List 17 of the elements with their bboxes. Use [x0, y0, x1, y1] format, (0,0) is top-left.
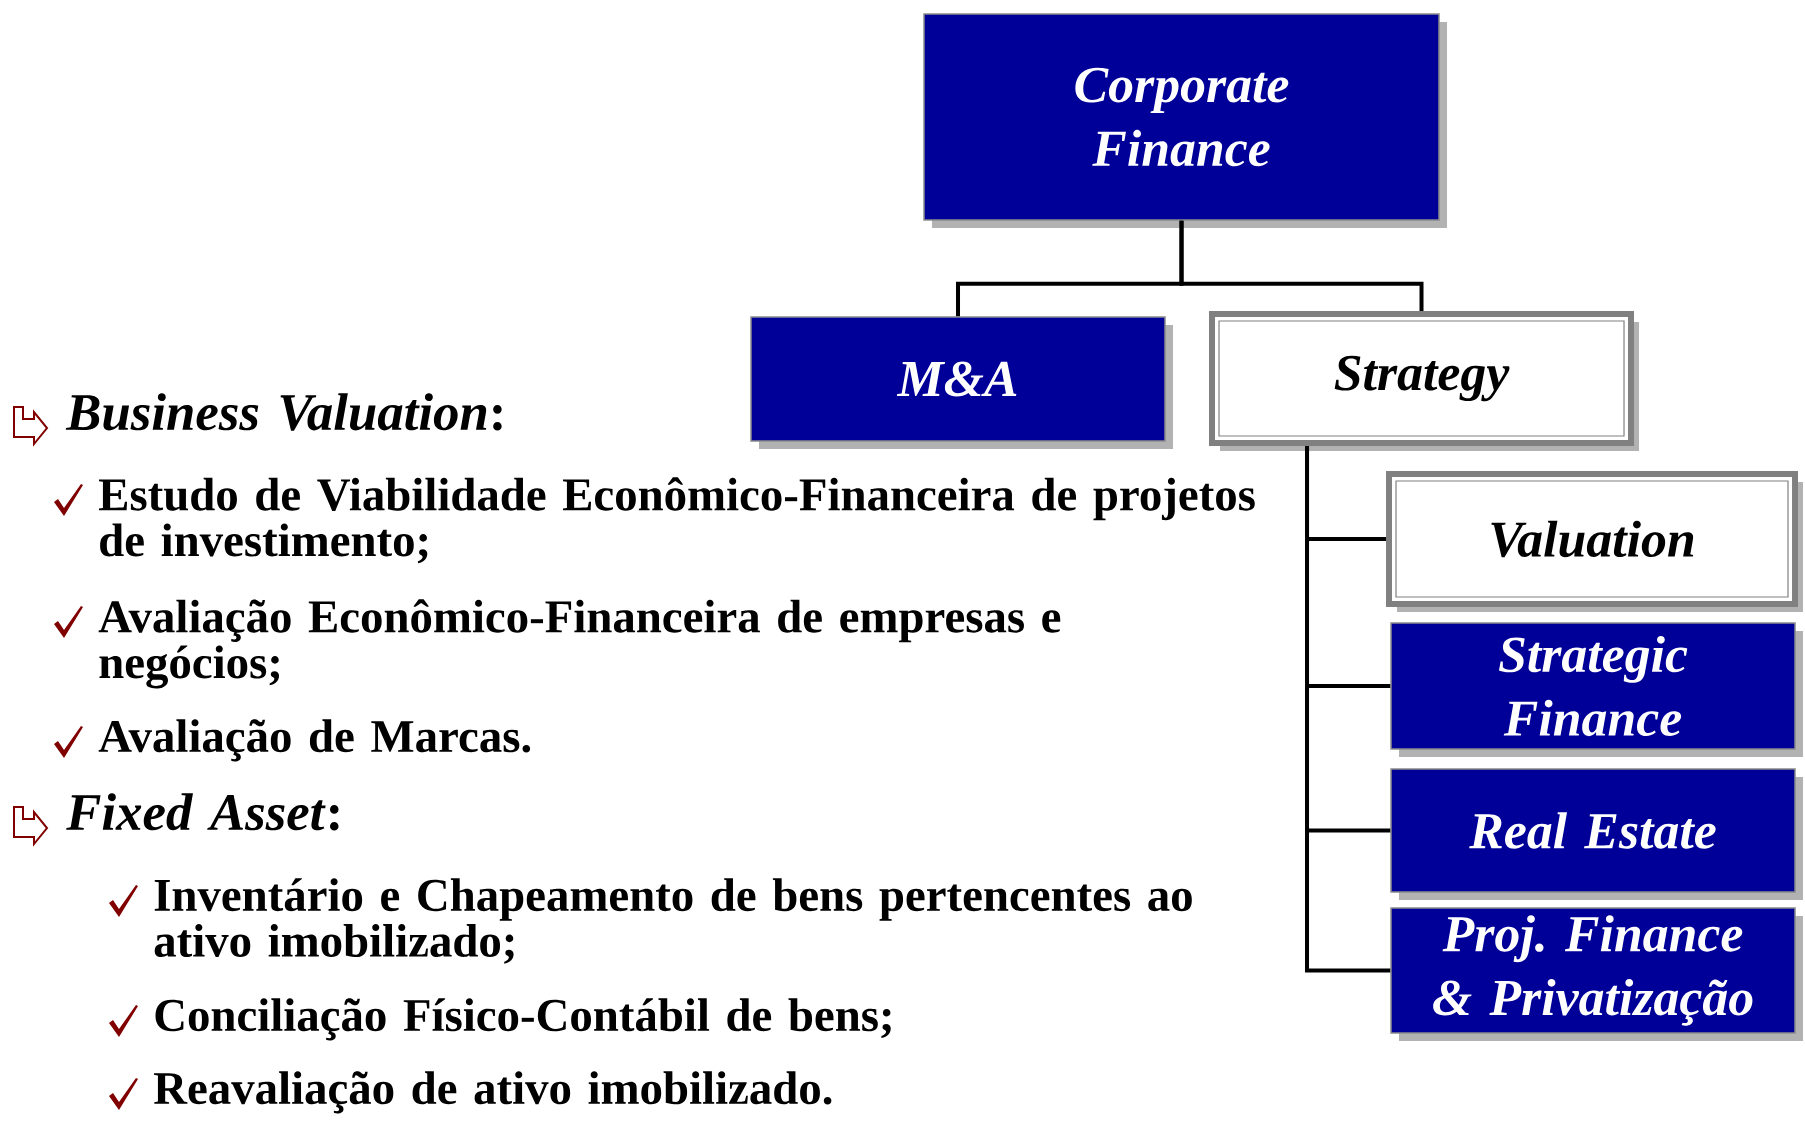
connector-line — [1179, 220, 1424, 311]
process-box: Corporate Finance — [923, 13, 1447, 228]
bullet-text: Estudo de Viabilidade Econômico-Financeira de projetos de investimento; — [99, 477, 1255, 564]
process-box: Proj. Finance & Privatização — [1390, 907, 1803, 1041]
process-box: Strategic Finance — [1390, 622, 1803, 757]
double-border-box: Strategy — [1209, 311, 1639, 451]
double-border-box: Valuation — [1386, 471, 1803, 612]
bullet-text: Inventário e Chapeamento de bens pertencentes ao ativo imobilizado; — [154, 878, 1192, 964]
heading: Business Valuation: — [65, 393, 502, 431]
bullet-text: Conciliação Físico-Contábil de bens; — [155, 998, 891, 1041]
process-box: M&A — [750, 316, 1173, 449]
bullet-text: Avaliação Econômico-Financeira de empresas e negócios; — [98, 599, 1061, 689]
heading: Fixed Asset: — [66, 793, 339, 831]
process-box: Real Estate — [1390, 768, 1803, 900]
bullet-text: Reavaliação de ativo imobilizado. — [154, 1071, 832, 1114]
connector-line — [1305, 446, 1391, 973]
bullet-text: Avaliação de Marcas. — [98, 719, 531, 762]
